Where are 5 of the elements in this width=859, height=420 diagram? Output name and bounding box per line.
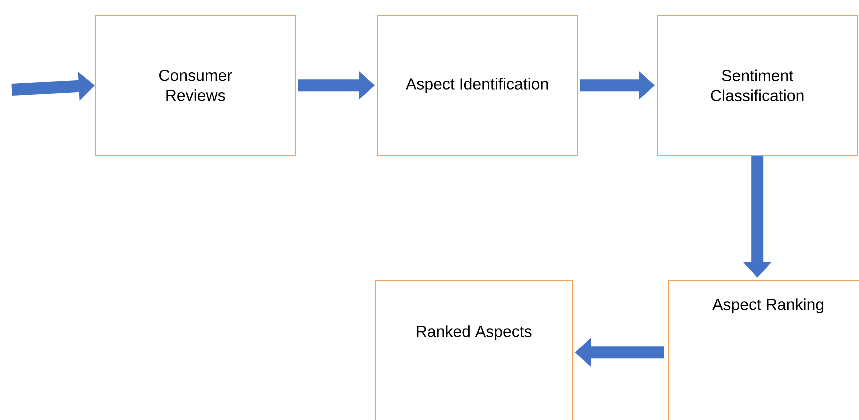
process-box: Consumer Reviews [95,15,296,156]
process-box: Ranked Aspects [375,280,574,420]
process-box: Aspect Identification [377,15,578,156]
process-box: Aspect Ranking [668,280,859,420]
process-box: Sentiment Classification [657,15,858,156]
